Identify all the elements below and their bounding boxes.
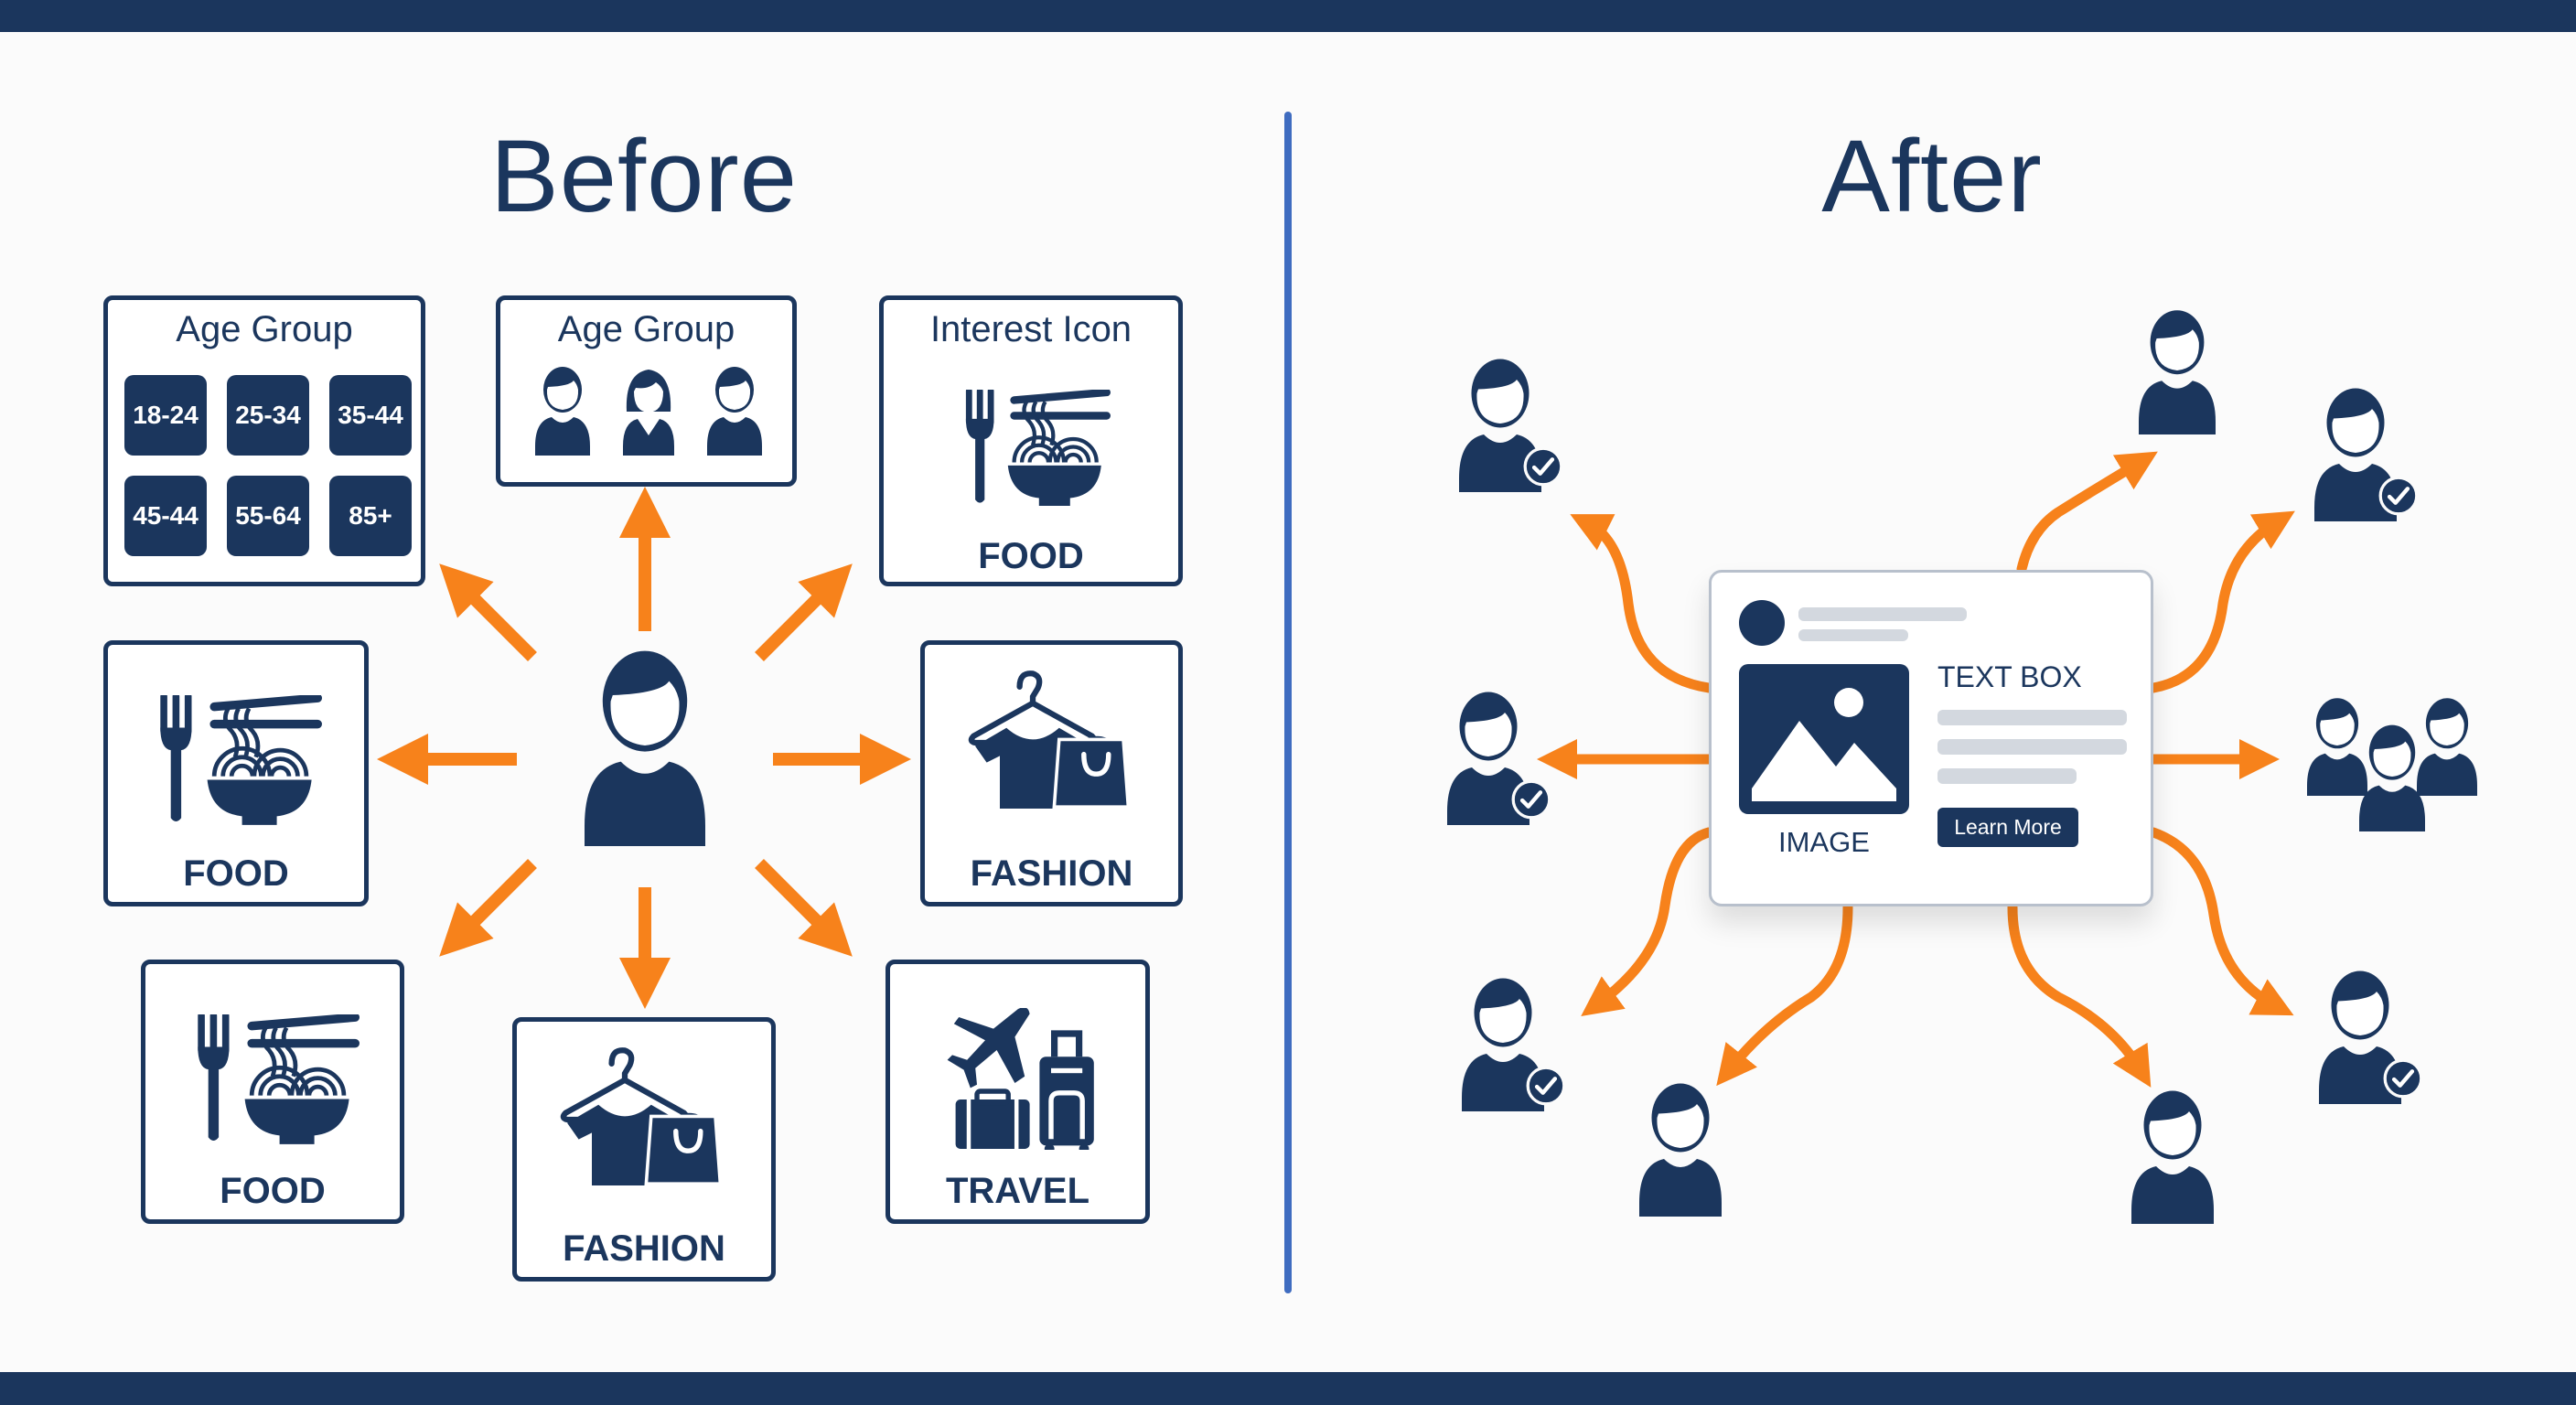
learn-more-button[interactable]: Learn More bbox=[1937, 808, 2078, 847]
center-user-icon bbox=[544, 645, 746, 846]
bottom-bar bbox=[0, 1372, 2576, 1405]
verified-check-icon bbox=[2385, 1060, 2421, 1097]
interest-fashion-card: FASHION bbox=[920, 640, 1183, 906]
verified-check-icon bbox=[1513, 781, 1550, 818]
interest-food-card: Interest Icon FOOD bbox=[879, 295, 1183, 586]
age-chip: 55-64 bbox=[227, 476, 309, 556]
curved-arrow-up-right-top bbox=[2016, 451, 2158, 574]
curved-arrow-down-left bbox=[1581, 827, 1714, 1016]
audience-user-icon bbox=[1420, 688, 1557, 825]
text-placeholder bbox=[1937, 739, 2127, 755]
advertiser-avatar bbox=[1739, 600, 1785, 646]
age-chip: 85+ bbox=[329, 476, 412, 556]
after-arrows bbox=[1537, 451, 2295, 1088]
food-icon bbox=[955, 390, 1111, 509]
interest-label: FOOD bbox=[978, 536, 1084, 576]
before-title: Before bbox=[490, 119, 798, 233]
age-chip: 35-44 bbox=[329, 375, 412, 456]
interest-label: FOOD bbox=[220, 1171, 326, 1211]
food-icon bbox=[186, 1014, 360, 1147]
age-chip: 18-24 bbox=[124, 375, 207, 456]
ad-image-icon bbox=[1739, 664, 1909, 814]
interest-food-card: FOOD bbox=[141, 960, 404, 1224]
age-chip: 45-44 bbox=[124, 476, 207, 556]
image-label: IMAGE bbox=[1778, 826, 1870, 858]
text-placeholder bbox=[1798, 607, 1967, 621]
curved-arrow-down-right-2 bbox=[2148, 827, 2294, 1016]
audience-user-icon bbox=[1434, 974, 1572, 1111]
arrow-up-right bbox=[755, 563, 853, 661]
interest-travel-card: TRAVEL bbox=[886, 960, 1150, 1224]
arrow-down-right bbox=[755, 859, 853, 957]
audience-user-icon bbox=[1432, 355, 1569, 492]
before-arrows bbox=[377, 487, 911, 1009]
age-group-grid-card: Age Group 18-24 25-34 35-44 45-44 55-64 … bbox=[103, 295, 425, 586]
interest-food-card: FOOD bbox=[103, 640, 369, 906]
card-title: Age Group bbox=[176, 309, 353, 349]
man-icon bbox=[517, 359, 608, 460]
top-bar bbox=[0, 0, 2576, 32]
text-placeholder bbox=[1937, 710, 2127, 725]
text-placeholder bbox=[1798, 629, 1908, 641]
age-chip: 25-34 bbox=[227, 375, 309, 456]
curved-arrow-down-left-2 bbox=[1716, 902, 1853, 1087]
audience-user-icon bbox=[1612, 1079, 1749, 1217]
man-icon bbox=[689, 359, 780, 460]
audience-group-icon bbox=[2287, 695, 2497, 832]
interest-label: FASHION bbox=[563, 1228, 725, 1269]
interest-label: FOOD bbox=[183, 853, 289, 894]
woman-icon bbox=[603, 359, 694, 460]
travel-icon bbox=[936, 1008, 1100, 1150]
text-placeholder bbox=[1937, 768, 2077, 784]
audience-user-icon bbox=[2113, 306, 2241, 434]
curved-arrow-down-right bbox=[2007, 902, 2152, 1088]
fashion-icon bbox=[967, 668, 1132, 810]
curved-arrow-up-right bbox=[2148, 510, 2295, 693]
age-range-grid: 18-24 25-34 35-44 45-44 55-64 85+ bbox=[124, 375, 412, 556]
card-title: Interest Icon bbox=[929, 309, 1132, 349]
audience-user-icon bbox=[2287, 384, 2424, 521]
curved-arrow-up-left bbox=[1570, 514, 1714, 693]
interest-label: TRAVEL bbox=[945, 1171, 1090, 1211]
text-box-label: TEXT BOX bbox=[1937, 660, 2082, 693]
interest-fashion-card: FASHION bbox=[512, 1017, 776, 1282]
section-divider bbox=[1284, 112, 1292, 1293]
fashion-icon bbox=[559, 1045, 724, 1186]
interest-label: FASHION bbox=[970, 853, 1133, 894]
food-icon bbox=[148, 695, 322, 828]
age-group-people-card: Age Group bbox=[496, 295, 797, 487]
after-title: After bbox=[1821, 119, 2043, 233]
verified-check-icon bbox=[1525, 448, 1562, 485]
verified-check-icon bbox=[1528, 1067, 1564, 1104]
card-title: Age Group bbox=[557, 309, 735, 349]
ad-card[interactable]: IMAGE TEXT BOX Learn More bbox=[1709, 570, 2153, 906]
verified-check-icon bbox=[2380, 477, 2417, 514]
audience-user-icon bbox=[2104, 1087, 2241, 1224]
arrow-up-left bbox=[439, 563, 537, 661]
arrow-down-left bbox=[439, 859, 537, 957]
audience-user-icon bbox=[2292, 967, 2429, 1104]
